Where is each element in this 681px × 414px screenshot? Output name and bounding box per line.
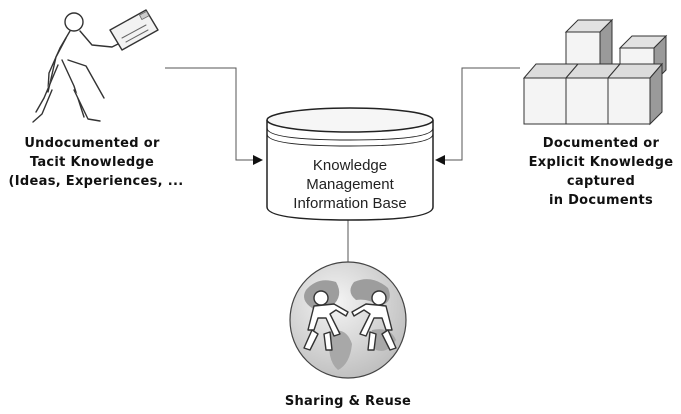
- connector-left: [165, 67, 263, 165]
- left-label-line-2: Tacit Knowledge: [30, 155, 154, 170]
- knowledge-base-label-line-2: Management: [306, 176, 394, 193]
- bottom-node-label: Sharing & Reuse: [285, 394, 411, 409]
- left-label-line-3: (Ideas, Experiences, ...: [9, 174, 184, 189]
- right-label-line-4: in Documents: [549, 193, 653, 208]
- envelope-icon: [109, 9, 159, 51]
- right-label-line-1: Documented or: [543, 136, 660, 151]
- knowledge-base-label-line-1: Knowledge: [313, 157, 387, 174]
- knowledge-base-cylinder: Knowledge Management Information Base: [266, 107, 434, 221]
- right-label-line-3: captured: [567, 174, 635, 189]
- left-label-line-1: Undocumented or: [24, 136, 160, 151]
- globe-with-people-icon: [289, 261, 407, 379]
- person-carrying-document-icon: [32, 9, 159, 123]
- right-node-label: Documented or Explicit Knowledge capture…: [529, 136, 674, 208]
- stacked-boxes-icon: [522, 18, 668, 126]
- knowledge-base-label-line-3: Information Base: [293, 195, 406, 212]
- connector-right: [435, 67, 520, 165]
- right-label-line-2: Explicit Knowledge: [529, 155, 674, 170]
- left-node-label: Undocumented or Tacit Knowledge (Ideas, …: [9, 136, 184, 189]
